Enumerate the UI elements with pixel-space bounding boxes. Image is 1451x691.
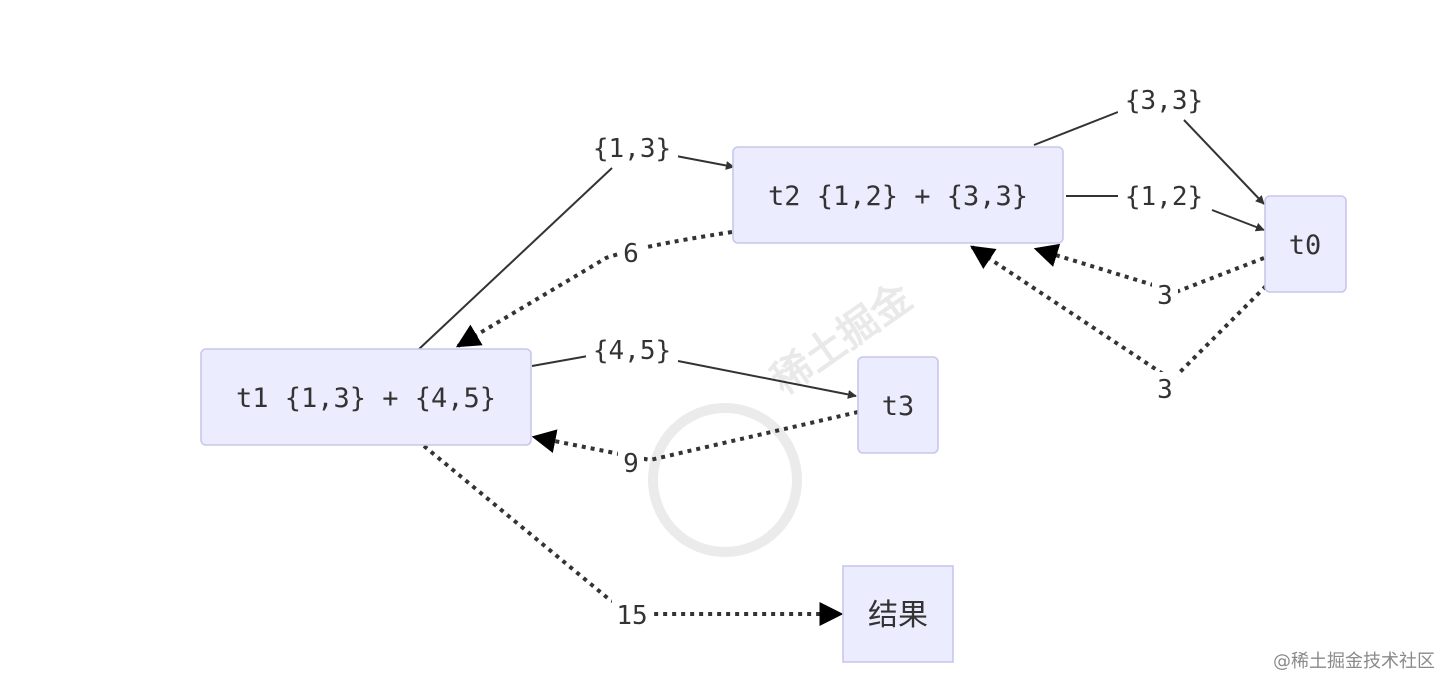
edge-t1-t3 [531,355,589,367]
edge-t1-t2 [417,167,613,351]
footer-watermark: @稀土掘金技术社区 [1273,651,1435,672]
label-t0-t2-return-a: 3 [1152,278,1178,311]
svg-text:3: 3 [1157,375,1173,405]
label-t1-result: 15 [612,598,652,631]
svg-text:t0: t0 [1289,230,1322,261]
svg-text:t2 {1,2} + {3,3}: t2 {1,2} + {3,3} [768,181,1028,212]
svg-text:{1,3}: {1,3} [593,134,671,164]
label-t3-t1-return: 9 [618,446,644,479]
edge-t0-t2-return-a [1033,243,1265,295]
label-t0-t2-return-b: 3 [1152,372,1178,405]
edge-t2-t0-a-tail [1183,119,1265,205]
svg-text:结果: 结果 [868,598,928,633]
svg-text:{4,5}: {4,5} [593,336,671,366]
svg-text:t1 {1,3} + {4,5}: t1 {1,3} + {4,5} [236,383,496,414]
svg-text:9: 9 [623,449,639,479]
edge-t1-t2-tail [675,155,735,170]
node-t2: t2 {1,2} + {3,3} [732,146,1064,244]
edge-t2-t1-return [455,230,733,348]
node-t0: t0 [1264,195,1347,293]
edge-t2-t0-a [1033,111,1119,146]
svg-text:6: 6 [623,239,639,269]
svg-text:{1,2}: {1,2} [1125,182,1203,212]
svg-text:t3: t3 [882,391,915,422]
node-result: 结果 [842,565,954,663]
edge-t2-t0-b-tail [1211,209,1265,232]
svg-text:3: 3 [1157,281,1173,311]
svg-text:15: 15 [616,601,647,631]
label-t2-t0-b: {1,2} [1118,178,1210,214]
label-t1-t3: {4,5} [586,332,678,368]
label-t2-t1-return: 6 [618,236,644,269]
label-t1-t2: {1,3} [586,130,678,166]
edge-t0-t2-return-b [970,245,1268,383]
edge-t1-t3-tail [677,360,857,399]
label-t2-t0-a: {3,3} [1118,82,1210,118]
svg-text:{3,3}: {3,3} [1125,86,1203,116]
node-t3: t3 [857,356,939,454]
node-t1: t1 {1,3} + {4,5} [200,348,532,446]
